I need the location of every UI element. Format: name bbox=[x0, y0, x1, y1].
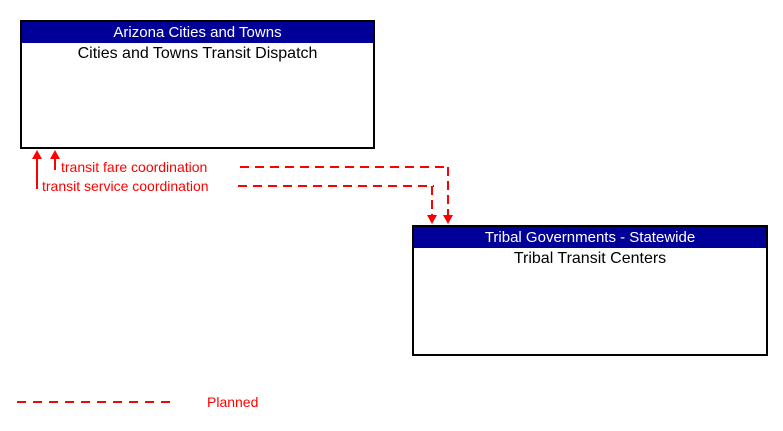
flow-service-shaft bbox=[36, 158, 38, 189]
flow-label-transit-service-coordination[interactable]: transit service coordination bbox=[42, 178, 209, 194]
legend: Planned bbox=[0, 394, 300, 414]
flow-service-hline bbox=[238, 185, 434, 187]
flow-fare-shaft bbox=[54, 158, 56, 170]
entity-box-cities-and-towns[interactable]: Arizona Cities and Towns Cities and Town… bbox=[20, 20, 375, 149]
entity-box-tribal-governments[interactable]: Tribal Governments - Statewide Tribal Tr… bbox=[412, 225, 768, 356]
arrowhead-down-icon bbox=[443, 215, 453, 224]
legend-dashed-line bbox=[17, 401, 177, 403]
flow-service-vline bbox=[431, 186, 433, 215]
legend-label: Planned bbox=[207, 394, 259, 410]
arrowhead-up-icon bbox=[50, 150, 60, 159]
entity-header: Tribal Governments - Statewide bbox=[414, 227, 766, 248]
entity-header: Arizona Cities and Towns bbox=[22, 22, 373, 43]
arrowhead-up-icon bbox=[32, 150, 42, 159]
entity-title: Cities and Towns Transit Dispatch bbox=[77, 45, 318, 62]
arrowhead-down-icon bbox=[427, 215, 437, 224]
flow-fare-vline bbox=[447, 167, 449, 215]
flow-label-transit-fare-coordination[interactable]: transit fare coordination bbox=[61, 159, 208, 175]
entity-title: Tribal Transit Centers bbox=[513, 250, 667, 267]
flow-fare-hline bbox=[240, 166, 450, 168]
